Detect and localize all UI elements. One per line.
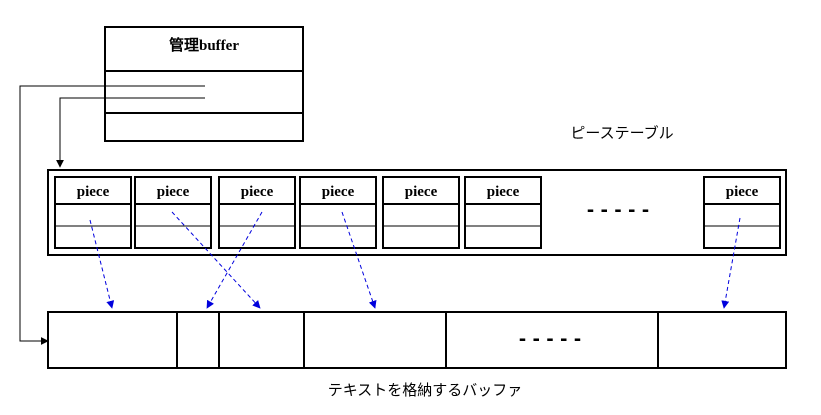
piece-box: piece xyxy=(299,176,377,249)
piece-box: piece xyxy=(54,176,132,249)
piece-box: piece xyxy=(464,176,542,249)
manager-buffer-title: 管理buffer xyxy=(169,36,239,54)
piece-box: piece xyxy=(382,176,460,249)
piece-pointer-arrow xyxy=(206,211,263,309)
piece-label: piece xyxy=(487,184,520,200)
pointer-to-piece-table xyxy=(56,97,205,168)
piece-pointer-arrow xyxy=(171,211,261,309)
piece-label: piece xyxy=(405,184,438,200)
piece-label: piece xyxy=(77,184,110,200)
piece-table-ellipsis: - - - - - xyxy=(587,200,649,221)
manager-buffer: 管理buffer xyxy=(104,26,304,142)
text-buffer-ellipsis: - - - - - xyxy=(519,329,581,350)
piece-label: piece xyxy=(322,184,355,200)
piece-box: piece xyxy=(703,176,781,249)
piece-pointer-arrow xyxy=(721,217,741,309)
piece-pointers xyxy=(89,211,741,309)
pointer-to-text-buffer xyxy=(19,85,205,345)
piece-pointer-arrow xyxy=(341,211,377,309)
piece-table-label: ピーステーブル xyxy=(570,124,673,142)
piece-label: piece xyxy=(726,184,759,200)
text-buffer: - - - - - xyxy=(47,311,787,369)
manager-pointers xyxy=(19,85,205,345)
text-buffer-label: テキストを格納するバッファ xyxy=(328,381,523,399)
piece-list: piece piece piece piece piece piece piece xyxy=(54,176,781,249)
piece-box: piece xyxy=(134,176,212,249)
piece-pointer-arrow xyxy=(89,219,115,309)
piece-box: piece xyxy=(218,176,296,249)
piece-label: piece xyxy=(157,184,190,200)
piece-label: piece xyxy=(241,184,274,200)
